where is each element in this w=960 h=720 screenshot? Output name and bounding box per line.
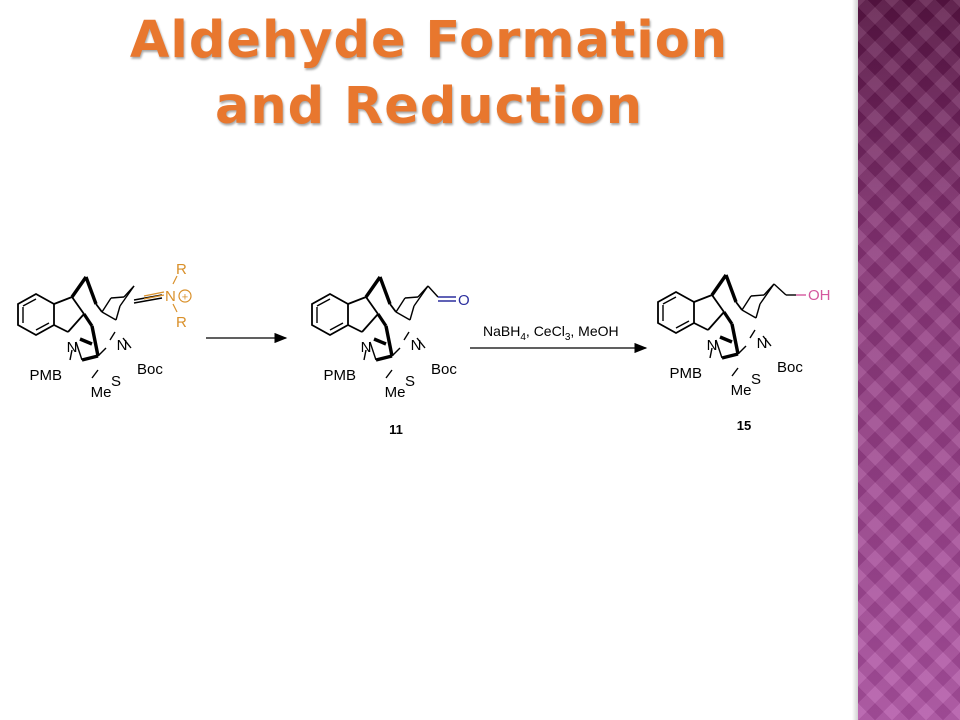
label-pmb: PMB [29, 367, 62, 384]
title-line-1: Aldehyde Formation [129, 11, 729, 70]
compound-iminium: N PMB S Me N Boc N + R R [16, 261, 192, 401]
compound-number-15: 15 [737, 418, 751, 433]
label-pmb: PMB [669, 365, 702, 382]
reaction-scheme: N PMB S Me N Boc N + R R N PMB S Me N Bo… [16, 261, 831, 437]
decorative-sidebar [858, 0, 960, 720]
charge-plus: + [182, 292, 188, 304]
plus-charge-icon [178, 289, 192, 303]
atom-n-indole: N [707, 337, 718, 354]
title-line-2: and Reduction [214, 77, 644, 136]
atom-s: S [111, 373, 121, 390]
aldehyde-group: O [427, 285, 470, 309]
atom-n-boc: N [411, 337, 422, 354]
r-group-bottom: R [176, 314, 187, 331]
atom-n-indole: N [361, 339, 372, 356]
atom-o: O [458, 292, 470, 309]
iminium-group: N + R R [133, 261, 192, 331]
label-boc: Boc [137, 361, 163, 378]
atom-s: S [405, 373, 415, 390]
hydroxyl: OH [808, 287, 831, 304]
label-pmb: PMB [323, 367, 356, 384]
atom-n-boc: N [117, 337, 128, 354]
label-boc: Boc [431, 361, 457, 378]
label-boc: Boc [777, 359, 803, 376]
reagent-conditions: NaBH4, CeCl3, MeOH [483, 323, 619, 343]
slide-title: Aldehyde Formation and Reduction [0, 8, 858, 140]
compound-alcohol: N PMB S Me N Boc OH 15 [656, 273, 831, 433]
atom-s: S [751, 371, 761, 388]
r-group-top: R [176, 261, 187, 278]
label-me: Me [731, 382, 752, 399]
atom-n-indole: N [67, 339, 78, 356]
label-me: Me [91, 384, 112, 401]
alcohol-group: OH [773, 283, 831, 304]
compound-number-11: 11 [389, 422, 403, 437]
atom-n-boc: N [757, 335, 768, 352]
sidebar-shadow [852, 0, 858, 720]
atom-n-plus: N [165, 288, 176, 305]
compound-aldehyde: N PMB S Me N Boc O 11 [310, 275, 470, 437]
label-me: Me [385, 384, 406, 401]
